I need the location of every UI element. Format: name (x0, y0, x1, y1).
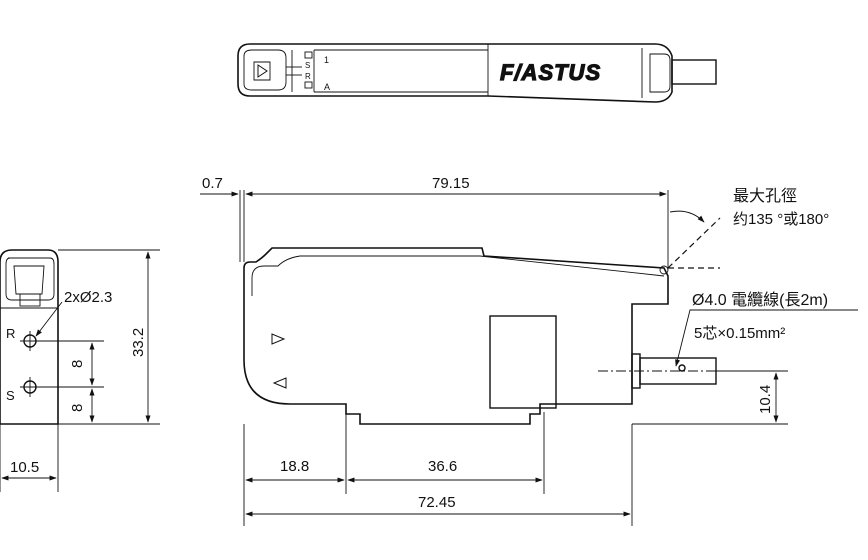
brand-logo: F/ASTUS (500, 60, 601, 85)
dim-rail-width: 36.6 (428, 458, 457, 475)
top-view: S R 1 A F/ASTUS (237, 43, 717, 103)
end-view: R S 2xØ2.3 8 8 33.2 10.5 (0, 249, 160, 492)
cable-spec: 5芯×0.15mm² (694, 325, 785, 342)
max-hole-title: 最大孔徑 (733, 187, 797, 205)
dim-rail-offset: 18.8 (280, 458, 309, 475)
front-triangle-right-icon (271, 333, 286, 345)
dim-offset: 0.7 (202, 175, 223, 192)
cable-callout: Ø4.0 電纜線(長2m) (692, 290, 828, 309)
front-view (243, 217, 730, 425)
dim-cable-height: 10.4 (757, 385, 774, 414)
hole-label-r: R (6, 326, 15, 341)
holes-callout: 2xØ2.3 (64, 289, 112, 306)
dim-overall-length: 79.15 (432, 175, 470, 192)
top-mark-s: S (305, 61, 310, 70)
front-triangle-left-icon (272, 377, 287, 389)
top-mark-a: A (324, 82, 330, 92)
dim-hole-pitch-1: 8 (69, 360, 86, 368)
max-hole-value: 约135 °或180° (733, 211, 829, 228)
dim-side-width: 10.5 (10, 459, 39, 476)
front-dimensions: 0.7 79.15 最大孔徑 约135 °或180° 18.8 36.6 72.… (200, 175, 858, 526)
top-mark-1: 1 (324, 55, 329, 65)
top-mark-r: R (305, 72, 311, 81)
dim-base-length: 72.45 (418, 494, 456, 511)
top-triangle-icon (257, 64, 268, 78)
dim-height: 33.2 (130, 328, 147, 357)
hole-label-s: S (6, 388, 15, 403)
dim-hole-pitch-2: 8 (69, 404, 86, 412)
